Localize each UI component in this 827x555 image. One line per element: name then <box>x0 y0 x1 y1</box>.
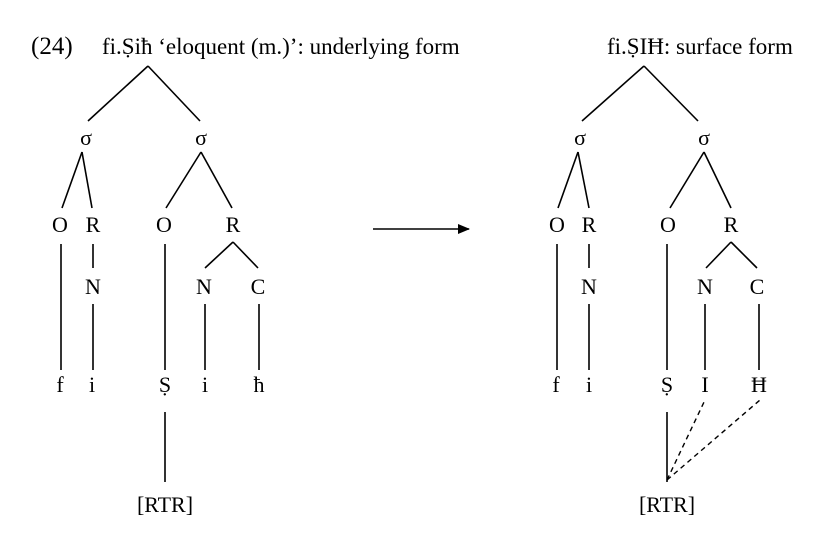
surface-form-tree: fi.ṢIĦ: surface form σ σ O R O R N N C f… <box>549 34 793 517</box>
sigma2-onset-line <box>165 151 202 209</box>
example-number: (24) <box>31 33 73 60</box>
segment-f: f <box>56 372 64 397</box>
sigma2-onset-line <box>669 151 705 209</box>
segment-i2: i <box>202 372 208 397</box>
segment-s-emphatic: Ṣ <box>159 372 171 397</box>
nucleus-node-1: N <box>85 274 101 299</box>
rtr-feature: [RTR] <box>639 492 695 517</box>
segment-i1: i <box>89 372 95 397</box>
rime2-coda-line <box>730 241 758 269</box>
rtr-feature: [RTR] <box>137 492 193 517</box>
root-branch-left <box>87 65 149 122</box>
sigma1-onset-line <box>61 151 83 209</box>
segment-h-retracted: Ħ <box>751 372 767 397</box>
underlying-form-tree: (24) fi.Ṣiħ ‘eloquent (m.)’: underlying … <box>31 33 460 517</box>
root-branch-right <box>643 65 699 122</box>
onset-node-1: O <box>52 212 68 237</box>
syllable-node-2: σ <box>195 125 207 150</box>
sigma2-rime-line <box>703 151 732 209</box>
sigma2-rime-line <box>200 151 233 209</box>
sigma1-onset-line <box>557 151 579 209</box>
rime2-nucleus-line <box>705 241 732 269</box>
rime-node-1: R <box>86 212 101 237</box>
surface-form-caption: fi.ṢIĦ: surface form <box>607 34 793 59</box>
rime-node-1: R <box>582 212 597 237</box>
segment-h: ħ <box>254 372 265 397</box>
onset-node-2: O <box>660 212 676 237</box>
onset-node-1: O <box>549 212 565 237</box>
rime-node-2: R <box>724 212 739 237</box>
syllable-node-2: σ <box>698 125 710 150</box>
rtr-spread-line-vowel <box>666 399 706 481</box>
segment-i-retracted: I <box>701 372 708 397</box>
syllable-node-1: σ <box>80 125 92 150</box>
coda-node-2: C <box>251 274 266 299</box>
nucleus-node-2: N <box>196 274 212 299</box>
sigma1-rime-line <box>81 151 93 209</box>
nucleus-node-1: N <box>581 274 597 299</box>
segment-f: f <box>552 372 560 397</box>
root-branch-left <box>581 65 645 122</box>
underlying-form-caption: fi.Ṣiħ ‘eloquent (m.)’: underlying form <box>102 34 460 59</box>
onset-node-2: O <box>156 212 172 237</box>
rime-node-2: R <box>226 212 241 237</box>
root-branch-right <box>147 65 201 122</box>
sigma1-rime-line <box>577 151 590 209</box>
rime2-coda-line <box>232 241 259 269</box>
segment-i1: i <box>586 372 592 397</box>
rime2-nucleus-line <box>204 241 234 269</box>
rtr-spread-line-coda <box>666 399 761 481</box>
coda-node-2: C <box>750 274 765 299</box>
nucleus-node-2: N <box>697 274 713 299</box>
syllable-node-1: σ <box>574 125 586 150</box>
segment-s-emphatic: Ṣ <box>661 372 673 397</box>
